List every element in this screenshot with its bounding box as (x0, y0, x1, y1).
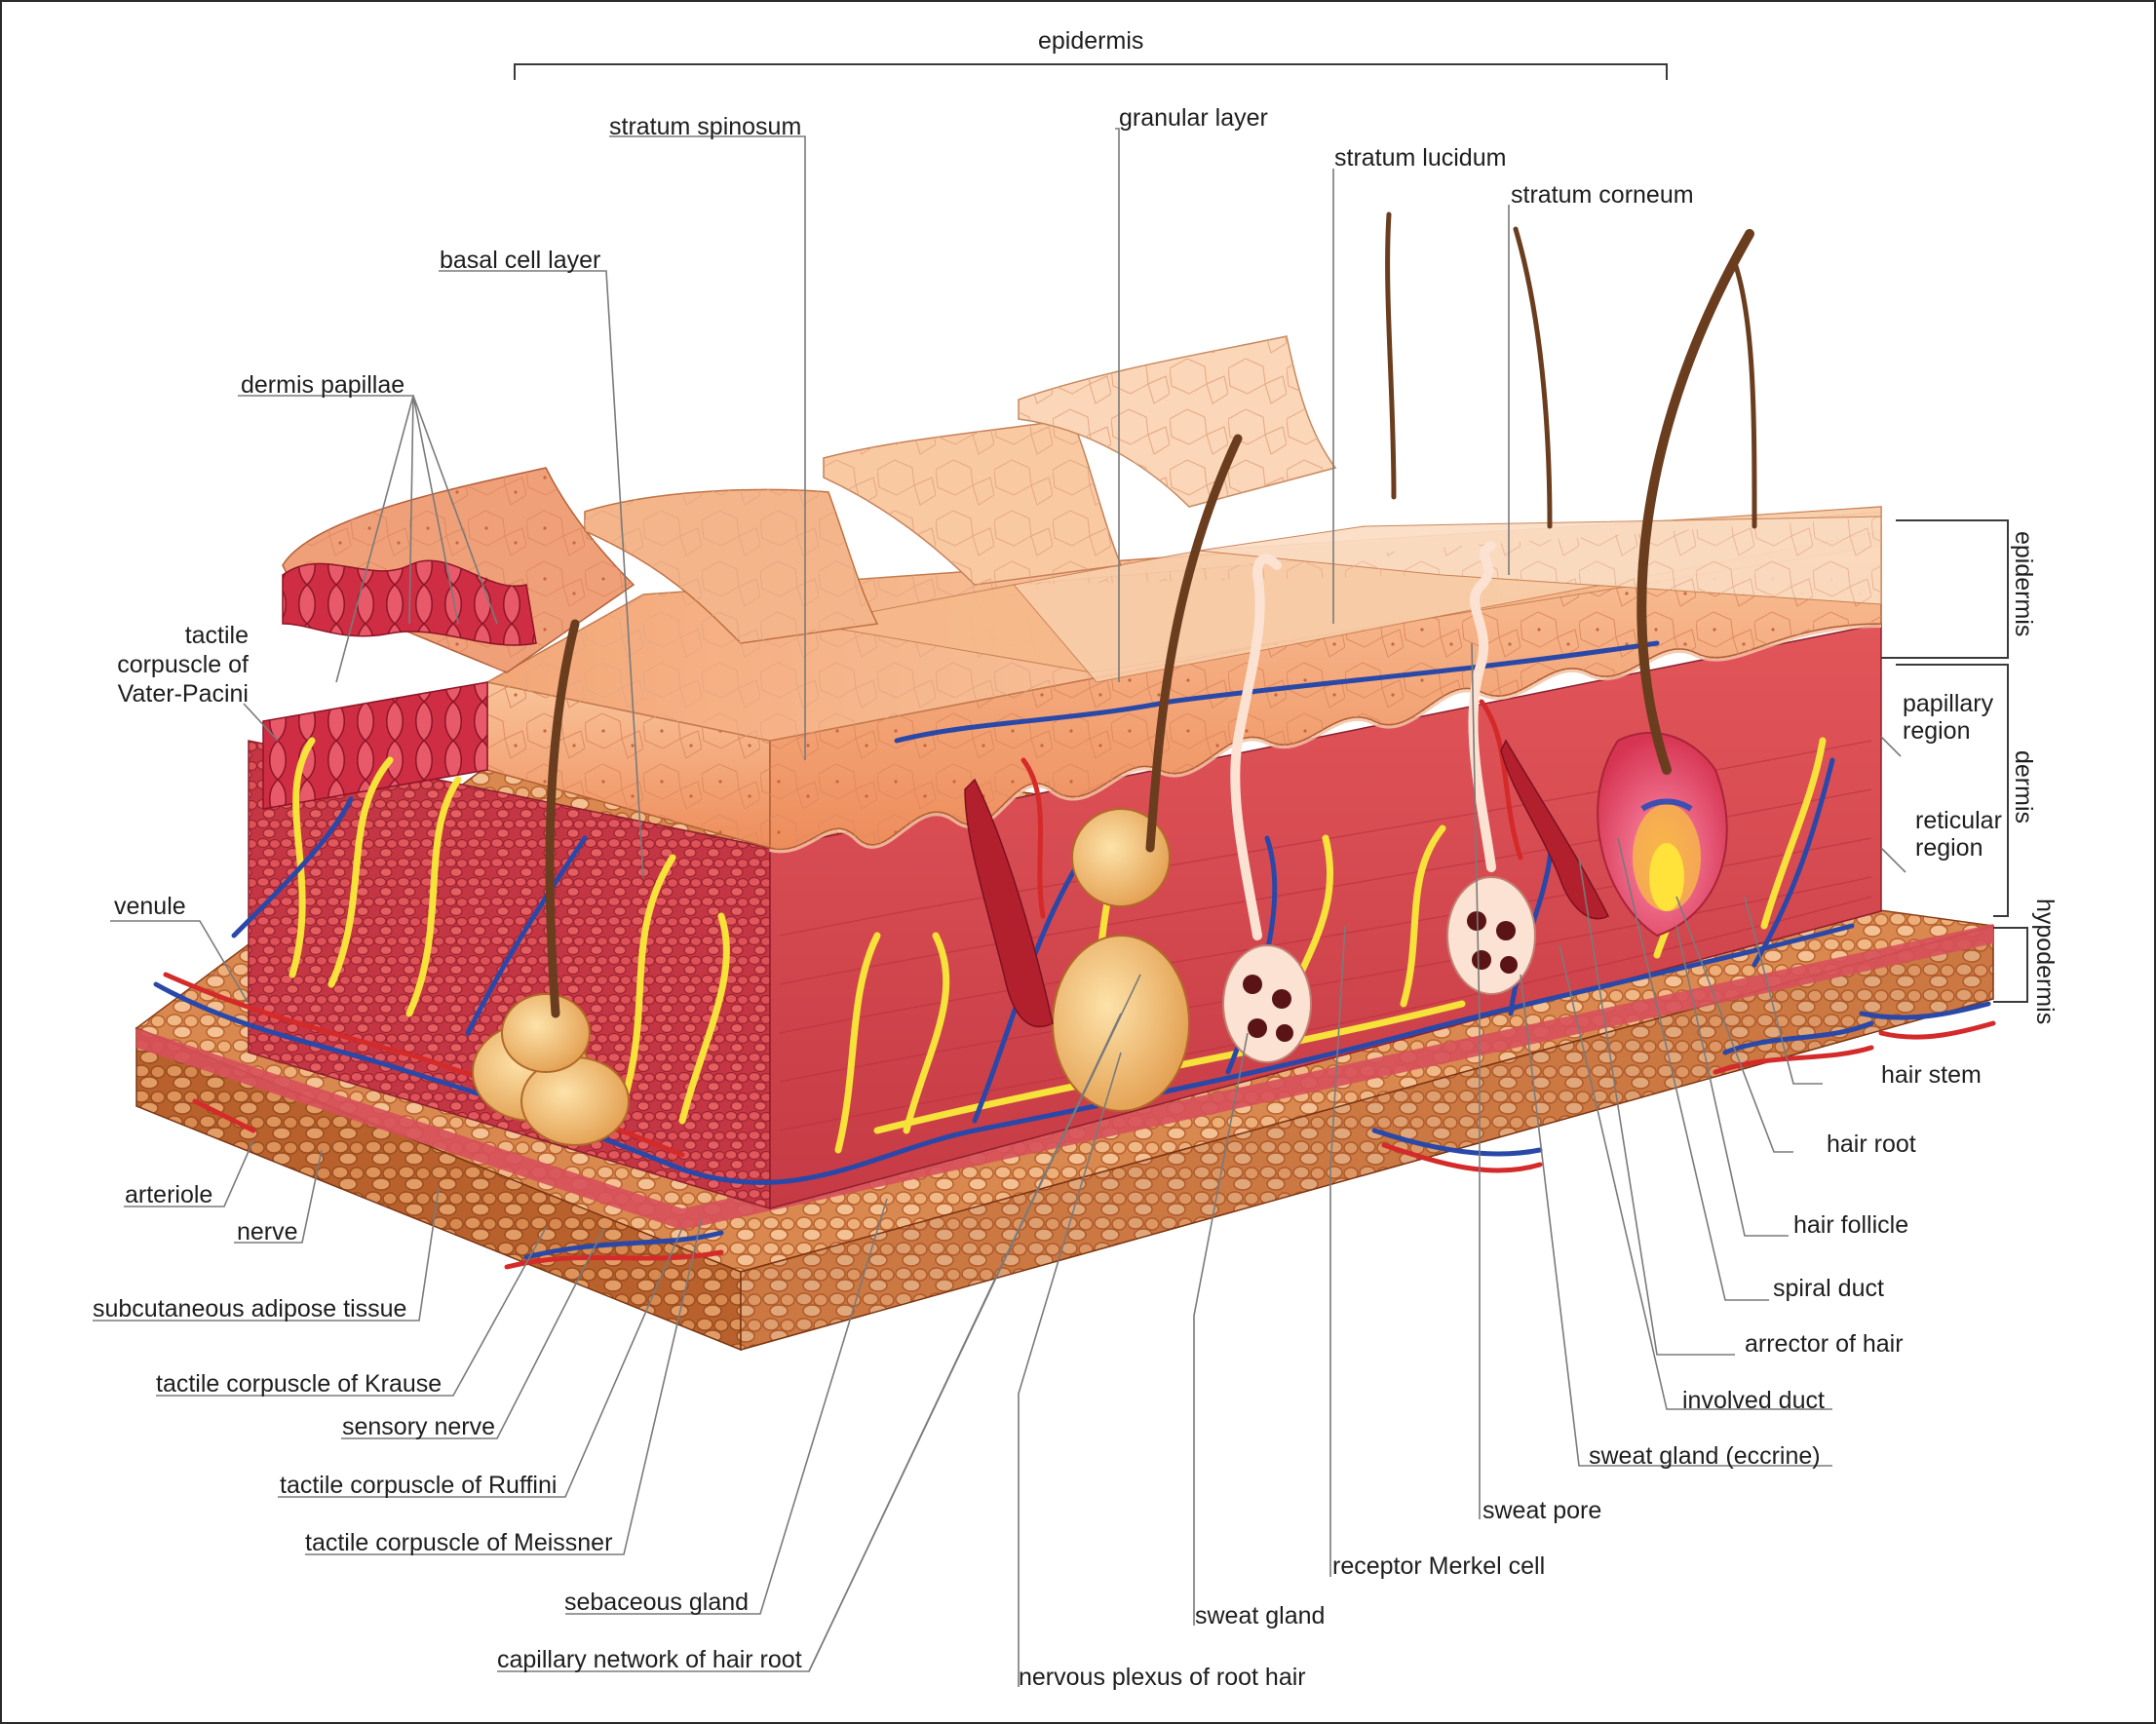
label-sensory-nerve: sensory nerve (342, 1413, 495, 1440)
label-arteriole: arteriole (125, 1181, 212, 1208)
hair-follicle-bulb (1597, 732, 1728, 938)
label-dermis-papillae: dermis papillae (241, 371, 404, 399)
label-tactile-pacini-3: Vater-Pacini (118, 680, 249, 708)
labels: epidermis stratum spinosum granular laye… (93, 27, 2059, 1691)
label-krause: tactile corpuscle of Krause (156, 1370, 442, 1398)
sweat-gland-2 (1446, 876, 1536, 995)
label-subcutaneous: subcutaneous adipose tissue (93, 1295, 406, 1322)
label-stratum-spinosum: stratum spinosum (609, 113, 801, 140)
brackets (514, 63, 2028, 1003)
label-dermis-side: dermis (2010, 750, 2037, 824)
label-granular-layer: granular layer (1119, 104, 1268, 132)
left-gland (472, 993, 630, 1146)
label-stratum-lucidum: stratum lucidum (1334, 144, 1506, 172)
label-spiral-duct: spiral duct (1773, 1275, 1884, 1302)
label-arrector: arrector of hair (1745, 1330, 1904, 1358)
label-sebaceous: sebaceous gland (564, 1589, 749, 1616)
label-nervous-plexus: nervous plexus of root hair (1019, 1664, 1306, 1691)
label-sweat-eccrine: sweat gland (eccrine) (1589, 1442, 1821, 1470)
leader-lines (93, 128, 1906, 1687)
label-hypodermis-side: hypodermis (2031, 899, 2059, 1024)
label-capillary: capillary network of hair root (497, 1646, 802, 1673)
epidermis-block (484, 506, 1882, 851)
glands-follicles (472, 541, 1728, 1146)
sweat-gland-1 (1222, 944, 1312, 1063)
label-meissner: tactile corpuscle of Meissner (305, 1529, 612, 1556)
label-sweat-gland: sweat gland (1195, 1602, 1325, 1629)
label-hair-root: hair root (1827, 1130, 1916, 1158)
label-epidermis-top: epidermis (1038, 27, 1143, 55)
peeled-layers (262, 335, 1337, 810)
label-tactile-pacini-2: corpuscle of (117, 651, 249, 678)
label-ruffini: tactile corpuscle of Ruffini (280, 1472, 557, 1499)
label-involved-duct: involved duct (1682, 1387, 1825, 1414)
middle-gland (1052, 808, 1190, 1112)
label-merkel: receptor Merkel cell (1332, 1552, 1545, 1580)
label-reticular-1: reticular (1915, 807, 2002, 834)
label-stratum-corneum: stratum corneum (1511, 181, 1694, 209)
label-reticular-2: region (1915, 834, 1983, 862)
label-basal-cell-layer: basal cell layer (440, 247, 600, 274)
label-papillary-1: papillary (1903, 690, 1994, 717)
label-hair-follicle: hair follicle (1793, 1211, 1908, 1239)
label-tactile-pacini-1: tactile (185, 622, 249, 649)
hairs (545, 211, 1757, 1018)
label-venule: venule (114, 893, 186, 920)
label-nerve: nerve (237, 1218, 298, 1245)
label-hair-stem: hair stem (1881, 1061, 1982, 1089)
label-sweat-pore: sweat pore (1482, 1497, 1601, 1524)
label-papillary-2: region (1903, 717, 1971, 745)
label-epidermis-side: epidermis (2010, 531, 2037, 636)
